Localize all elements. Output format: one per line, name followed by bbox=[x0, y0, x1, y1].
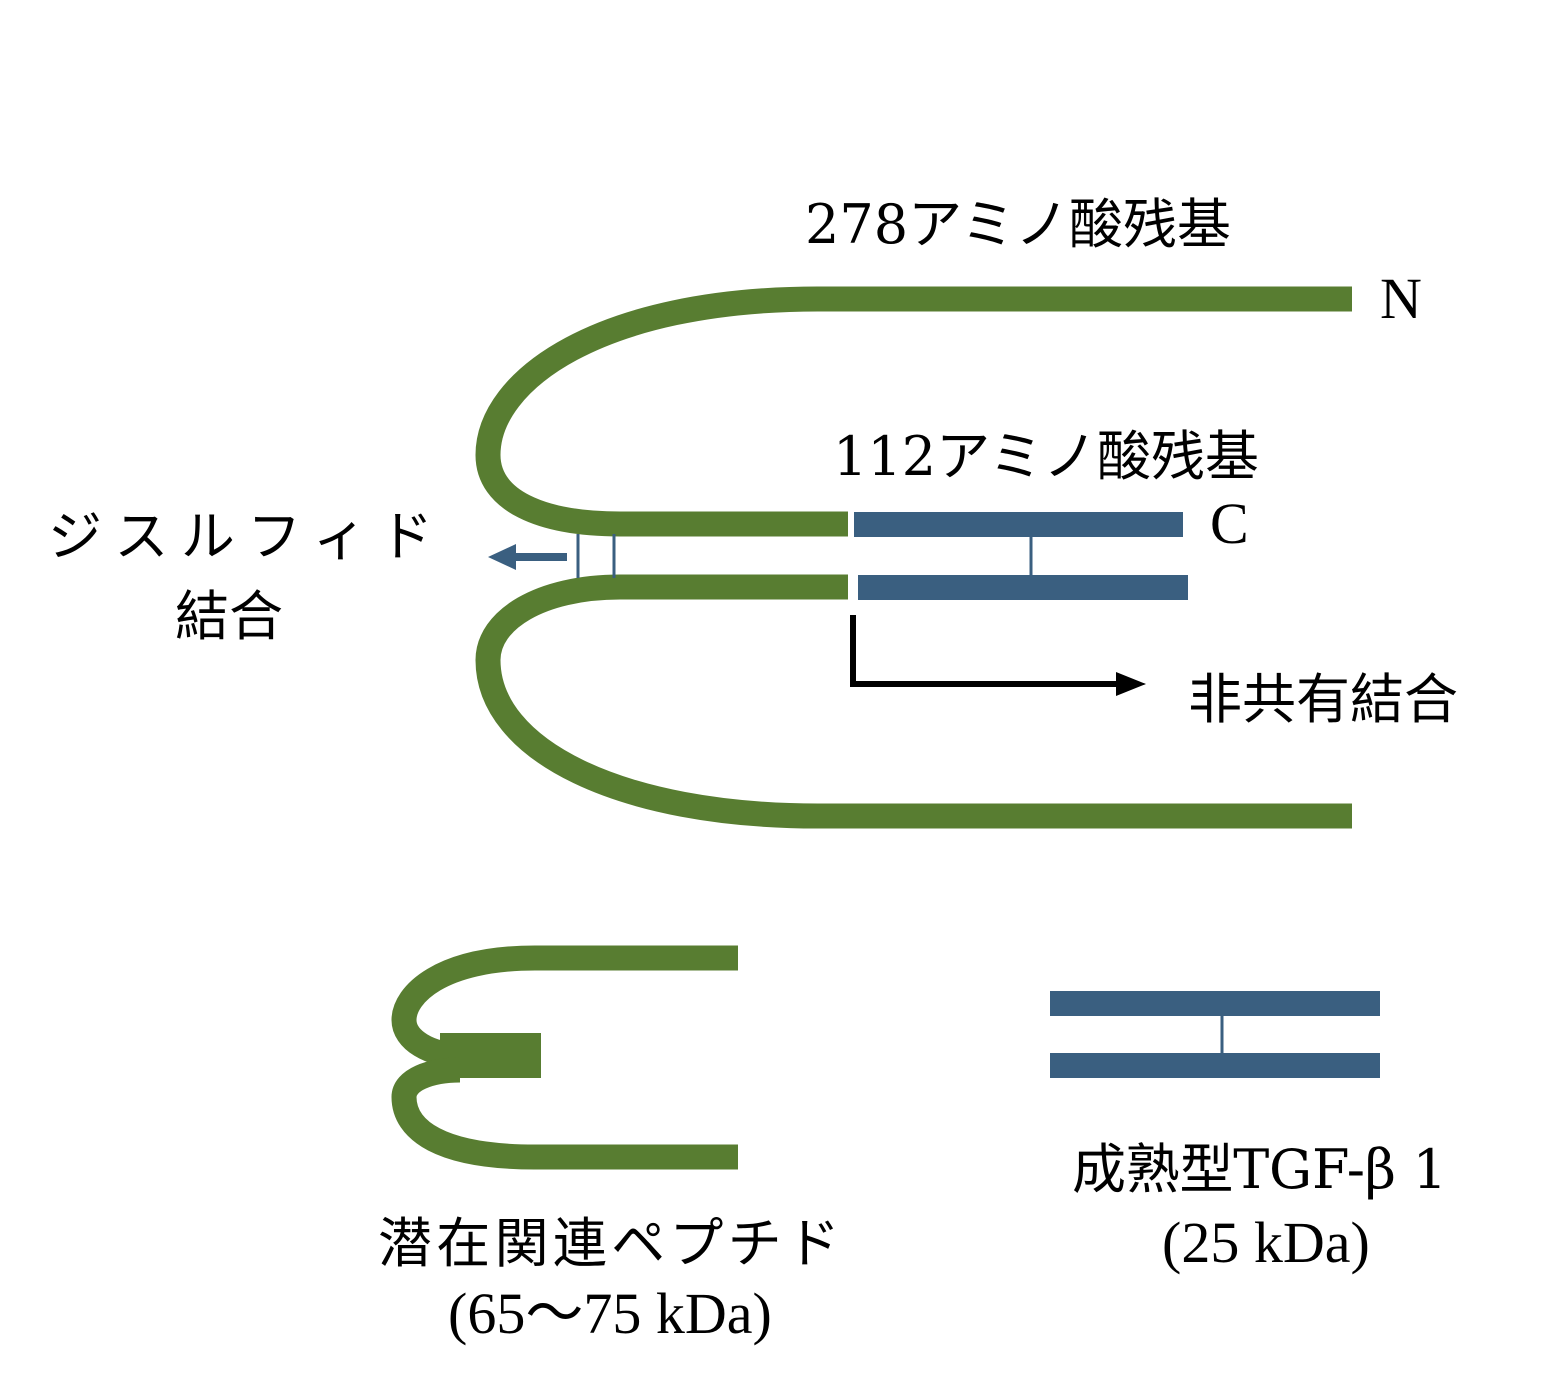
latent-complex bbox=[475, 286, 1352, 829]
n-terminus-label: N bbox=[1380, 266, 1422, 331]
mature-standalone bbox=[1050, 991, 1380, 1078]
noncovalent-arrow-icon bbox=[850, 615, 1146, 696]
mature-upper-strand bbox=[854, 512, 1183, 537]
lap-mass-label: (65～75 kDa) bbox=[448, 1281, 772, 1346]
mature-name-label: 成熟型TGF-β 1 bbox=[1072, 1138, 1447, 1201]
residues-278-label: 278アミノ酸残基 bbox=[805, 193, 1231, 256]
residues-112-label: 112アミノ酸残基 bbox=[833, 425, 1259, 488]
disulfide-arrow-icon bbox=[488, 544, 567, 570]
lap-name-label: 潜在関連ペプチド bbox=[378, 1212, 840, 1275]
disulfide-label-line1: ジスルフィド bbox=[48, 505, 433, 568]
c-terminus-label: C bbox=[1210, 491, 1249, 556]
disulfide-label-line2: 結合 bbox=[175, 585, 283, 648]
noncovalent-label: 非共有結合 bbox=[1188, 668, 1458, 731]
mature-small-lower bbox=[1050, 1053, 1380, 1078]
lap-lower-strand bbox=[475, 574, 1352, 829]
mature-mass-label: (25 kDa) bbox=[1162, 1210, 1370, 1275]
mature-lower-strand bbox=[858, 575, 1188, 600]
lap-upper-strand bbox=[475, 286, 1352, 537]
lap-small-lower bbox=[391, 1057, 738, 1170]
mature-small-upper bbox=[1050, 991, 1380, 1016]
lap-standalone bbox=[391, 945, 738, 1170]
lap-small-upper bbox=[391, 945, 738, 1068]
